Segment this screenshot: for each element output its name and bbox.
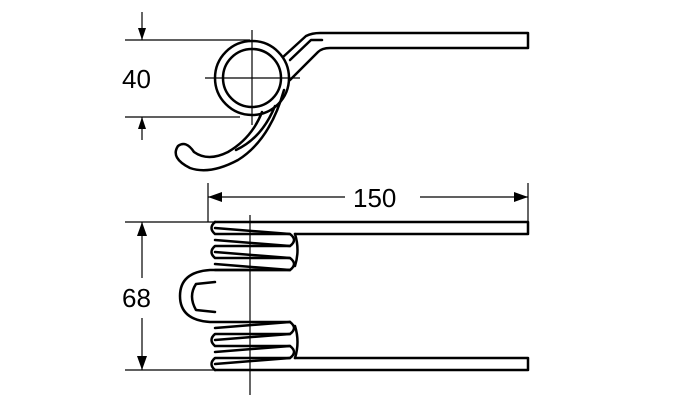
coil-outer — [213, 39, 291, 117]
arrow-right-icon — [514, 192, 528, 202]
arrow-up-icon — [138, 117, 146, 129]
dimension-150: 150 — [207, 183, 529, 222]
side-view: 68 — [122, 215, 530, 395]
arrow-left-icon — [208, 192, 222, 202]
top-leg — [281, 31, 530, 82]
dimension-label-68: 68 — [122, 283, 151, 313]
lower-leg — [213, 356, 530, 372]
dimension-label-150: 150 — [353, 183, 396, 213]
upper-leg — [213, 220, 530, 236]
lower-coil — [210, 320, 299, 372]
arrow-down-icon — [138, 28, 146, 40]
center-loop-inner — [190, 280, 217, 314]
upper-coil — [210, 220, 299, 272]
hook-inner — [234, 104, 277, 152]
center-loop — [178, 268, 292, 324]
top-view: 40 — [122, 12, 530, 172]
top-leg-inner — [288, 38, 324, 62]
coil-inner — [221, 47, 283, 109]
hook-outer — [174, 88, 286, 172]
arrow-up-68-icon — [137, 222, 147, 236]
dimension-label-40: 40 — [122, 64, 151, 94]
arrow-down-68-icon — [137, 356, 147, 370]
